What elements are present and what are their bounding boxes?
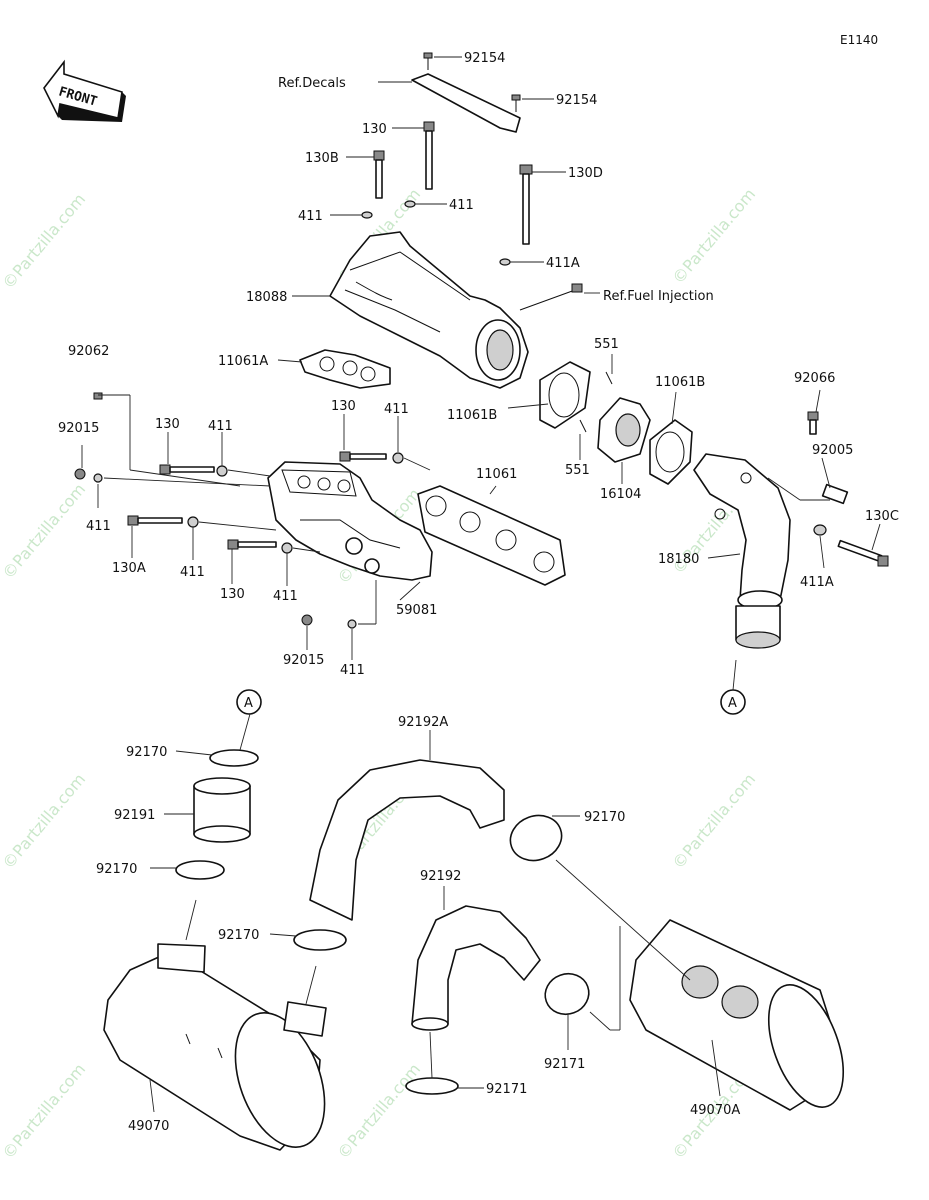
muffler-49070 [103,943,327,1151]
label-130: 130 [362,122,387,137]
label-411: 411 [208,419,233,434]
watermark: ©Partzilla.com [0,480,89,583]
label-411: 411 [298,209,323,224]
label-130: 130 [331,399,356,414]
front-arrow-icon: FRONT [43,59,126,122]
label-16104: 16104 [600,487,641,502]
plug-92005 [821,483,849,505]
watermark: ©Partzilla.com [334,1060,425,1163]
label-92154: 92154 [464,51,505,66]
fuel-injection-lead [519,283,583,311]
exhaust-manifold-59081 [267,461,433,581]
washer-411a [813,524,827,536]
label-130d: 130D [568,166,603,181]
label-411a: 411A [800,575,834,590]
muffler-49070a [629,919,844,1111]
label-92005: 92005 [812,443,853,458]
label-92170: 92170 [218,928,259,943]
label-130: 130 [220,587,245,602]
watermark: ©Partzilla.com [0,1060,89,1163]
label-92192a: 92192A [398,715,448,730]
screw-92154 [423,52,521,112]
elbow-pipe-18180 [693,453,791,649]
gasket-11061 [417,485,566,586]
watermark: ©Partzilla.com [669,770,760,873]
label-92170: 92170 [126,745,167,760]
label-ref-fuel-injection: Ref.Fuel Injection [603,289,714,304]
label-92170: 92170 [96,862,137,877]
label-130a: 130A [112,561,146,576]
hose-clamp-92170 [175,749,563,951]
diagram-code: E1140 [840,33,878,47]
label-411: 411 [273,589,298,604]
watermark: ©Partzilla.com [669,185,760,288]
hose-92191 [193,777,251,843]
label-411: 411 [384,402,409,417]
label-59081: 59081 [396,603,437,618]
label-411: 411 [86,519,111,534]
bolt-92066 [807,411,819,435]
label-92154: 92154 [556,93,597,108]
label-92192: 92192 [420,869,461,884]
label-130: 130 [155,417,180,432]
label-130b: 130B [305,151,339,166]
adapter-16104 [597,397,651,463]
hose-92192 [411,905,541,1031]
callout-a-lower: A [236,689,262,715]
label-551: 551 [565,463,590,478]
label-11061b: 11061B [655,375,705,390]
label-92171: 92171 [544,1057,585,1072]
watermark: ©Partzilla.com [0,770,89,873]
leader-lines [81,56,881,1113]
watermark: ©Partzilla.com [0,190,89,293]
label-411: 411 [180,565,205,580]
label-49070: 49070 [128,1119,169,1134]
hose-92192a [309,759,505,921]
label-18088: 18088 [246,290,287,305]
gasket-11061b [539,361,591,429]
label-11061b: 11061B [447,408,497,423]
label-92170: 92170 [584,810,625,825]
label-92171: 92171 [486,1082,527,1097]
label-130c: 130C [865,509,899,524]
part-labels: 92154 92154 Ref.Decals 130 130B 130D 411… [58,51,899,1134]
manifold-cover-18088 [329,231,529,389]
label-551: 551 [594,337,619,352]
label-11061: 11061 [476,467,517,482]
label-411: 411 [340,663,365,678]
label-92191: 92191 [114,808,155,823]
label-92066: 92066 [794,371,835,386]
label-411: 411 [449,198,474,213]
gasket-11061b [649,419,693,485]
label-92062: 92062 [68,344,109,359]
callout-a-upper: A [720,689,746,715]
label-11061a: 11061A [218,354,268,369]
svg-text:A: A [244,696,253,711]
label-18180: 18180 [658,552,699,567]
label-49070a: 49070A [690,1103,740,1118]
label-92015: 92015 [58,421,99,436]
bolts-and-washers-left [74,392,404,629]
bolt-130 [373,121,533,245]
gasket-11061a [299,349,391,389]
pin-551 [579,371,613,433]
label-92015: 92015 [283,653,324,668]
svg-text:A: A [728,696,737,711]
label-ref-decals: Ref.Decals [278,76,346,91]
decal-strip [411,73,521,133]
label-411a: 411A [546,256,580,271]
bolt-130c [837,539,889,567]
